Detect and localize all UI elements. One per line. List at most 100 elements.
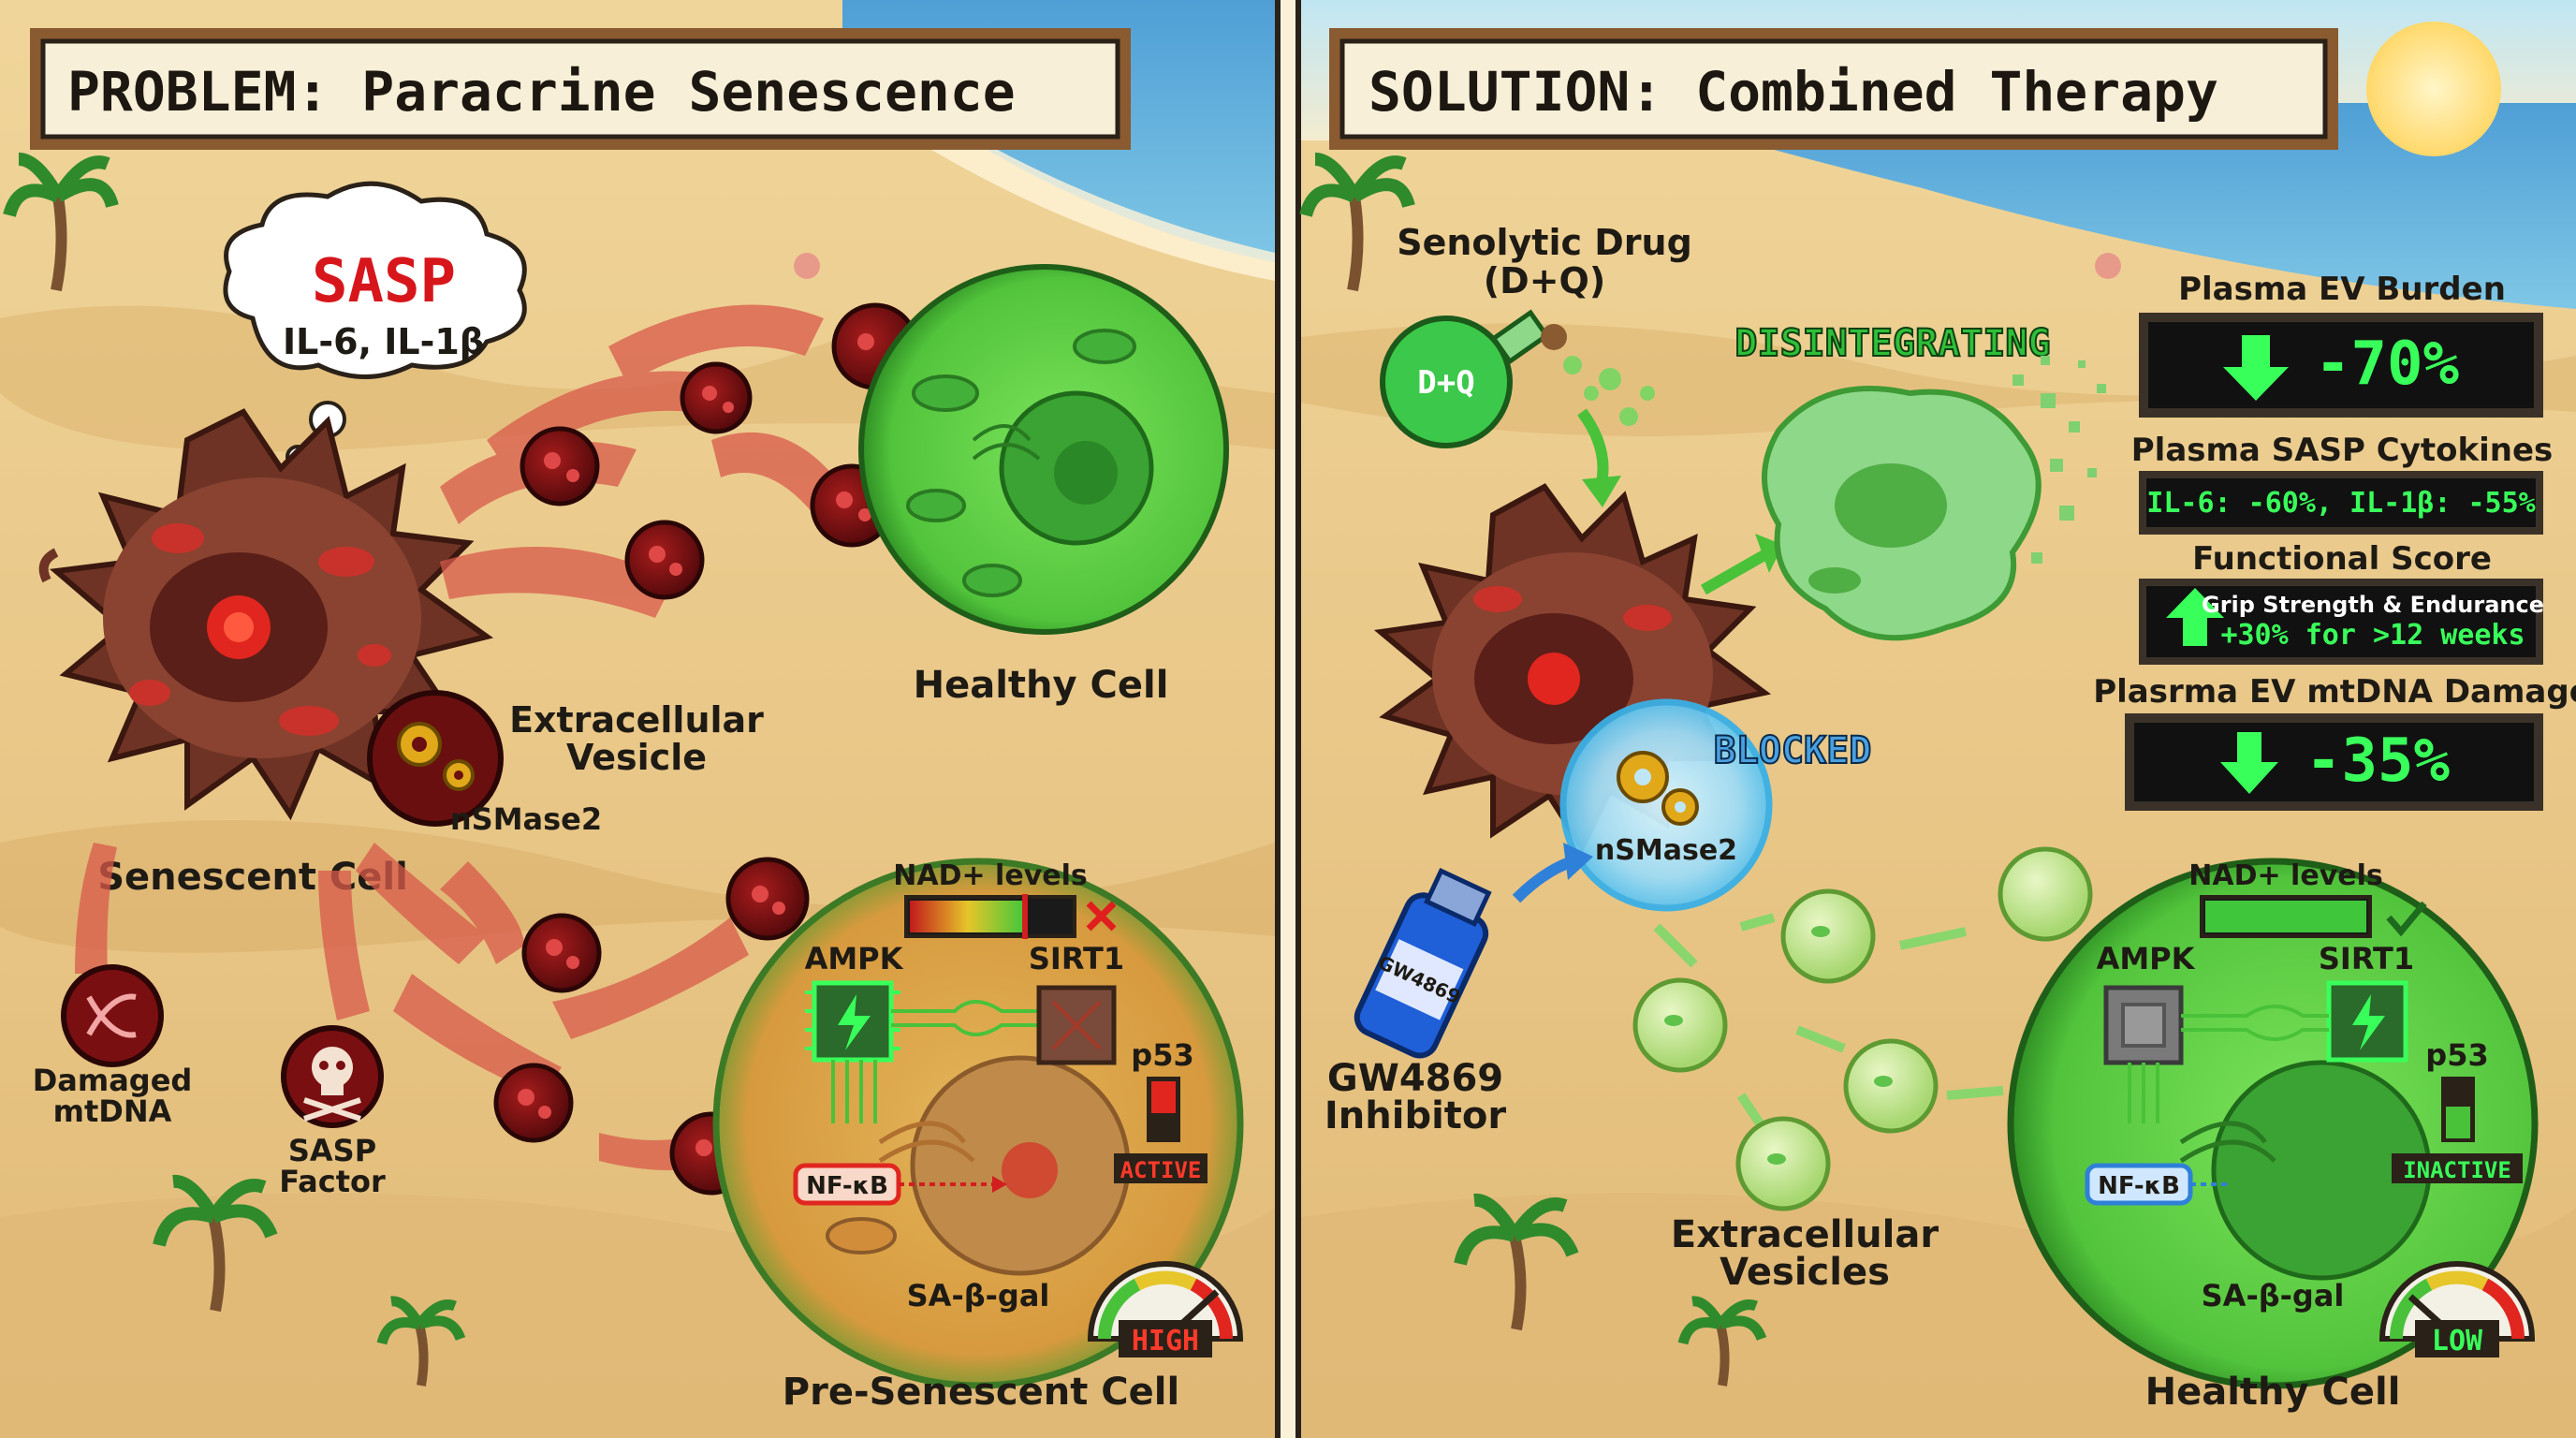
disintegrating-cell	[1762, 386, 2042, 641]
down-arrow-icon	[2223, 335, 2289, 401]
ev-burden-screen: -70%	[2139, 313, 2543, 418]
sun-icon	[2366, 22, 2501, 156]
nad-levels-bar	[904, 894, 1076, 939]
extracellular-vesicle	[493, 1063, 574, 1143]
pre-senescent-cell-label: Pre-Senescent Cell	[783, 1371, 1179, 1414]
sasp-cytokines-value: IL-6: -60%, IL-1β: -55%	[2146, 487, 2535, 520]
sirt1-chip	[1036, 985, 1117, 1065]
nad-levels-bar-right	[2200, 895, 2372, 938]
inactive-status-badge: INACTIVE	[2392, 1153, 2523, 1183]
gw4869-label-line2: Inhibitor	[1325, 1094, 1506, 1137]
nad-levels-label: NAD+ levels	[893, 859, 1087, 892]
dq-flask-text: D+Q	[1417, 364, 1474, 402]
nsmase2-vesicle	[367, 690, 504, 827]
blocked-nsmase2: nSMase2	[1559, 698, 1773, 912]
nad-levels-label-right: NAD+ levels	[2188, 859, 2382, 892]
p53-switch	[1147, 1077, 1180, 1142]
lightning-icon	[2352, 994, 2385, 1050]
dq-flask-icon: D+Q	[1380, 309, 1567, 448]
nfkb-node: NF-κB	[793, 1163, 1007, 1206]
active-status-text: ACTIVE	[1120, 1157, 1202, 1183]
sasp-cytokines-screen: IL-6: -60%, IL-1β: -55%	[2139, 471, 2543, 535]
senescence-gauge: HIGH	[1087, 1261, 1244, 1357]
sasp-bubble-title: SASP	[312, 247, 456, 316]
p53-label: p53	[1131, 1037, 1193, 1073]
extracellular-vesicle	[725, 857, 810, 941]
signal-wires-right	[2128, 1005, 2329, 1123]
healthy-cell-label: Healthy Cell	[914, 664, 1169, 707]
seashell-icon	[2095, 253, 2121, 279]
x-mark-icon	[1086, 901, 1117, 932]
senescent-cell-label: Senescent Cell	[97, 856, 408, 899]
nfkb-node-right: NF-κB	[2085, 1163, 2228, 1206]
sasp-thought-bubble: SASP IL-6, IL-1β	[223, 181, 527, 469]
sirt1-chip-right	[2326, 980, 2408, 1063]
active-status-badge: ACTIVE	[1114, 1153, 1208, 1183]
ev-arrows	[1653, 913, 2004, 1126]
functional-score-label: Functional Score	[2192, 540, 2492, 578]
green-bubbles	[1563, 356, 1655, 426]
ampk-chip-right	[2103, 985, 2184, 1065]
ev-mtdna-label: Plasrma EV mtDNA Damage	[2093, 673, 2576, 711]
sirt1-label: SIRT1	[1029, 941, 1124, 976]
palm-tree-icon	[153, 1174, 278, 1313]
problem-title: PROBLEM: Paracrine Senescence	[67, 60, 1016, 124]
ampk-chip	[805, 980, 900, 1063]
ampk-label: AMPK	[805, 941, 904, 976]
senolytic-label-line2: (D+Q)	[1484, 260, 1605, 301]
fragments	[2012, 356, 2106, 564]
palm-tree-icon	[1454, 1193, 1579, 1331]
functional-line2: +30% for >12 weeks	[2220, 619, 2525, 652]
senolytic-label-line1: Senolytic Drug	[1397, 222, 1692, 263]
problem-title-banner: PROBLEM: Paracrine Senescence	[30, 28, 1131, 150]
sirt1-label-right: SIRT1	[2319, 941, 2414, 976]
nfkb-label-right: NF-κB	[2098, 1172, 2180, 1200]
lightning-icon	[838, 994, 871, 1050]
sasp-factor-label-line2: Factor	[279, 1164, 386, 1199]
signal-wires	[831, 1000, 1039, 1123]
sasp-factor-label-line1: SASP	[288, 1133, 376, 1168]
sa-b-gal-label: SA-β-gal	[907, 1278, 1050, 1313]
functional-score-screen: Grip Strength & Endurance +30% for >12 w…	[2139, 579, 2544, 665]
sasp-cytokines-label: Plasma SASP Cytokines	[2131, 432, 2554, 469]
skull-icon	[281, 1025, 384, 1128]
sasp-bubble-subtitle: IL-6, IL-1β	[283, 321, 485, 362]
palm-tree-icon	[376, 1296, 466, 1387]
check-icon	[2386, 901, 2427, 937]
damaged-mtdna-label-line2: mtDNA	[53, 1093, 172, 1129]
gw4869-bottle-icon: GW4869	[1354, 868, 1492, 1059]
healthy-cell-right-label: Healthy Cell	[2145, 1371, 2401, 1414]
ampk-label-right: AMPK	[2097, 941, 2196, 976]
damaged-mtdna-icon	[61, 964, 164, 1067]
ev-burden-value: -70%	[2315, 330, 2460, 399]
palm-tree-icon	[3, 153, 119, 292]
low-gauge-text: LOW	[2432, 1325, 2483, 1357]
ev-mtdna-value: -35%	[2305, 726, 2451, 796]
ev-label-line2: Vesicle	[566, 737, 707, 778]
extracellular-vesicle	[1998, 846, 2093, 942]
damaged-mtdna-label-line1: Damaged	[33, 1063, 193, 1098]
extracellular-vesicle	[1843, 1038, 1939, 1134]
extracellular-vesicle	[1780, 888, 1876, 984]
solution-title-banner: SOLUTION: Combined Therapy	[1329, 28, 2338, 150]
inactive-status-text: INACTIVE	[2403, 1157, 2511, 1183]
blocked-label: BLOCKED	[1714, 729, 1872, 772]
p53-label-right: p53	[2425, 1037, 2488, 1073]
up-arrow-icon	[2166, 588, 2224, 646]
healthy-cell	[858, 264, 1229, 635]
seashell-icon	[794, 253, 820, 279]
high-gauge-text: HIGH	[1132, 1325, 1199, 1357]
disintegrating-label: DISINTEGRATING	[1734, 322, 2050, 365]
solution-title: SOLUTION: Combined Therapy	[1368, 60, 2218, 124]
palm-tree-icon	[1299, 153, 1415, 292]
nsmase2-label: nSMase2	[450, 801, 602, 837]
arrow-icon	[1701, 547, 1772, 595]
sa-b-gal-label-right: SA-β-gal	[2202, 1278, 2345, 1313]
ev-mtdna-screen: -35%	[2125, 713, 2543, 811]
palm-tree-icon	[1677, 1296, 1767, 1387]
extracellular-vesicle	[680, 361, 753, 434]
nfkb-label: NF-κB	[806, 1172, 888, 1200]
ev-label-right-line1: Extracellular	[1671, 1213, 1939, 1256]
extracellular-vesicle	[1632, 977, 1728, 1073]
